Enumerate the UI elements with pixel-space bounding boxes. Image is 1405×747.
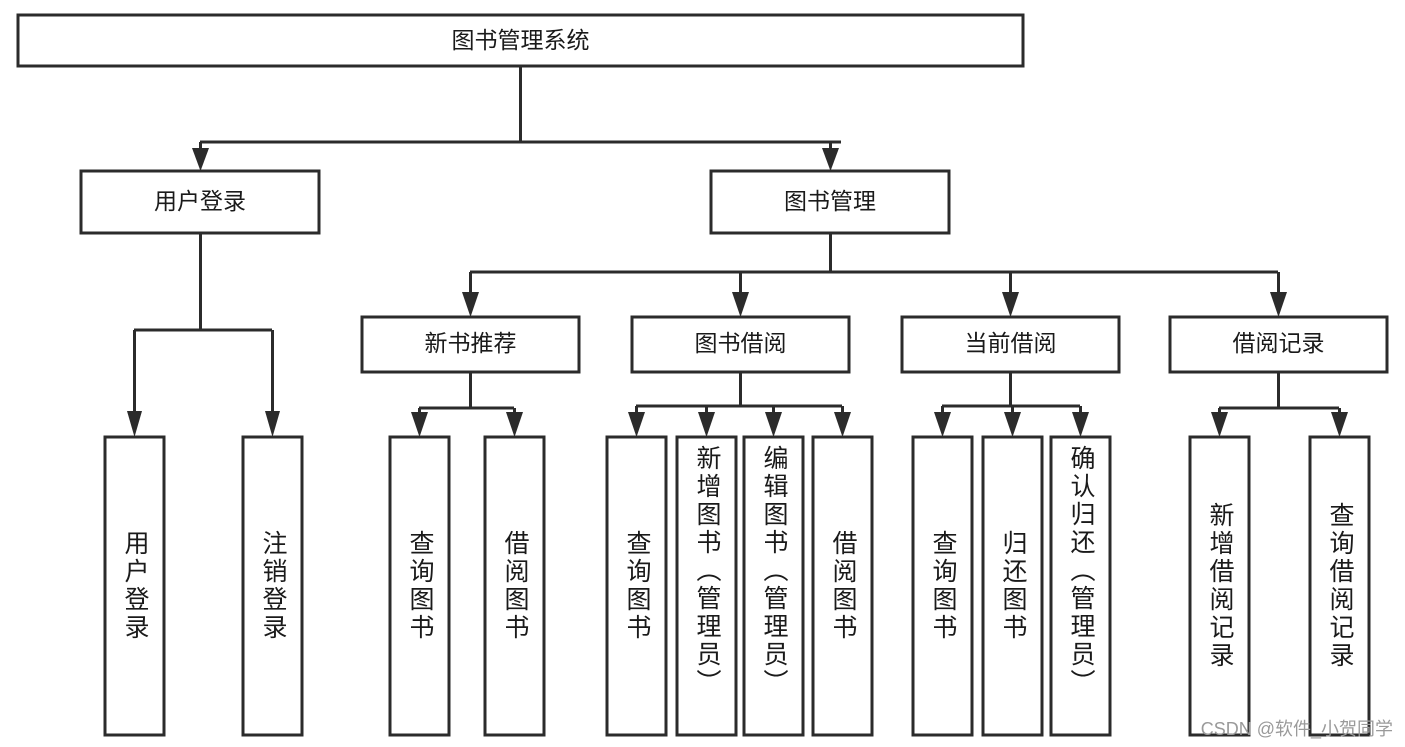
leaf-box-return-book[interactable] — [981, 435, 1044, 737]
leaf-box-confirm-return[interactable] — [1049, 435, 1112, 737]
arrow-cb-to-return-book — [1004, 412, 1021, 437]
node-user-login[interactable]: 用户登录 — [79, 169, 321, 235]
user-login-label: 用户登录 — [154, 188, 246, 214]
borrow-record-box[interactable] — [1168, 315, 1389, 374]
leaf-box-user-login[interactable] — [103, 435, 166, 737]
arrow-cb-to-confirm-return — [1072, 412, 1089, 437]
leaf-box-query-record[interactable] — [1308, 435, 1371, 737]
leaf-box-query-book-2[interactable] — [605, 435, 668, 737]
arrow-br-to-add-record — [1211, 412, 1228, 437]
current-borrow-label: 当前借阅 — [965, 330, 1057, 356]
arrow-root-to-book-management — [822, 148, 839, 171]
arrow-bb-to-borrow-book — [834, 412, 851, 437]
leaf-box-borrow-book-2[interactable] — [811, 435, 874, 737]
node-root-system[interactable]: 图书管理系统 — [16, 13, 1025, 68]
user-login-box[interactable] — [79, 169, 321, 235]
edge-group-user-login — [127, 233, 280, 437]
arrow-nbr-to-borrow-book — [506, 412, 523, 437]
leaf-box-borrow-book-1[interactable] — [483, 435, 546, 737]
arrow-root-to-user-login — [192, 148, 209, 171]
book-borrow-label: 图书借阅 — [695, 330, 787, 356]
arrow-user-login-to-leaf-logout — [265, 411, 280, 437]
node-new-book-recommend[interactable]: 新书推荐 — [360, 315, 581, 374]
new-book-recommend-box[interactable] — [360, 315, 581, 374]
root-box[interactable] — [16, 13, 1025, 68]
node-borrow-record[interactable]: 借阅记录 — [1168, 315, 1389, 374]
edge-group-root — [192, 66, 841, 171]
leaf-box-query-book-1[interactable] — [388, 435, 451, 737]
edge-group-borrow-record — [1211, 372, 1348, 437]
book-management-box[interactable] — [709, 169, 951, 235]
arrow-bb-to-query-book — [628, 412, 645, 437]
arrow-book-mgmt-to-current-borrow — [1002, 292, 1019, 317]
leaf-box-logout[interactable] — [241, 435, 304, 737]
arrow-cb-to-query-book — [934, 412, 951, 437]
leaf-box-edit-book[interactable] — [742, 435, 805, 737]
edge-group-book-borrow — [628, 372, 851, 437]
node-book-borrow[interactable]: 图书借阅 — [630, 315, 851, 374]
arrow-bb-to-edit-book — [765, 412, 782, 437]
arrow-book-mgmt-to-borrow-record — [1270, 292, 1287, 317]
arrow-br-to-query-record — [1331, 412, 1348, 437]
edge-group-book-management — [462, 233, 1287, 317]
arrow-user-login-to-leaf-user-login — [127, 411, 142, 437]
new-book-recommend-label: 新书推荐 — [425, 330, 517, 356]
arrow-nbr-to-query-book — [411, 412, 428, 437]
arrow-book-mgmt-to-book-borrow — [732, 292, 749, 317]
current-borrow-box[interactable] — [900, 315, 1121, 374]
arrow-bb-to-add-book — [698, 412, 715, 437]
root-label: 图书管理系统 — [452, 27, 590, 53]
borrow-record-label: 借阅记录 — [1233, 330, 1325, 356]
edge-group-new-book-recommend — [411, 372, 523, 437]
book-borrow-box[interactable] — [630, 315, 851, 374]
node-current-borrow[interactable]: 当前借阅 — [900, 315, 1121, 374]
leaf-box-add-book[interactable] — [675, 435, 738, 737]
edge-group-current-borrow — [934, 372, 1089, 437]
arrow-book-mgmt-to-new-book-recommend — [462, 292, 479, 317]
book-management-label: 图书管理 — [784, 188, 876, 214]
leaf-box-query-book-3[interactable] — [911, 435, 974, 737]
leaf-boxes-group — [103, 435, 1371, 737]
node-book-management[interactable]: 图书管理 — [709, 169, 951, 235]
leaf-box-add-record[interactable] — [1188, 435, 1251, 737]
